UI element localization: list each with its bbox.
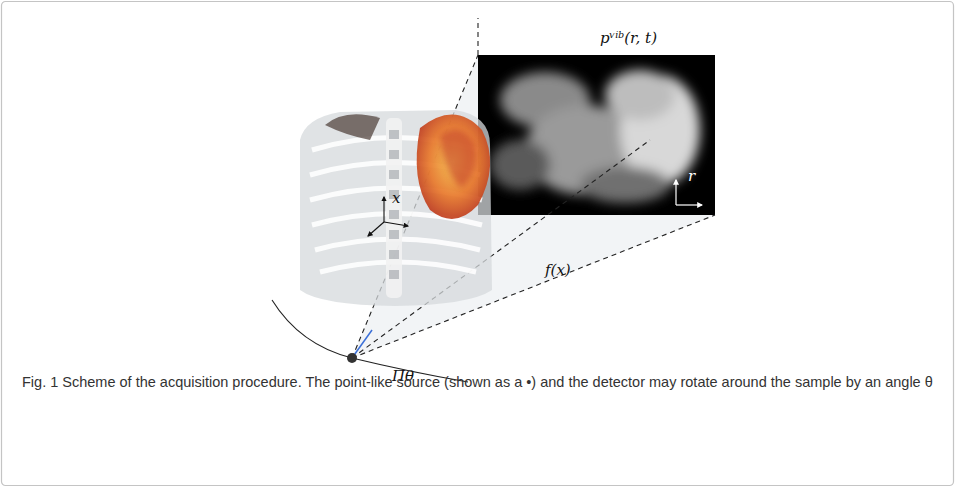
detector-axis bbox=[675, 180, 676, 205]
heart bbox=[417, 114, 490, 218]
sample-axis bbox=[368, 222, 384, 236]
detector-axis bbox=[676, 204, 702, 205]
sample-axis bbox=[383, 197, 384, 222]
function-label: f(x) bbox=[545, 262, 571, 279]
axis-label: r bbox=[688, 168, 695, 185]
figure-caption: Fig. 1 Scheme of the acquisition procedu… bbox=[22, 372, 937, 393]
point-source bbox=[347, 353, 357, 363]
rotation-arc bbox=[272, 300, 468, 382]
sample-axis bbox=[384, 222, 408, 226]
sample-torso bbox=[300, 110, 492, 306]
projection-image bbox=[490, 70, 700, 203]
detector-panel bbox=[478, 55, 715, 215]
signal-label: pᵛⁱᵇ(r, t) bbox=[600, 30, 657, 47]
source-ray bbox=[352, 330, 372, 358]
axis-label: x bbox=[392, 190, 400, 207]
